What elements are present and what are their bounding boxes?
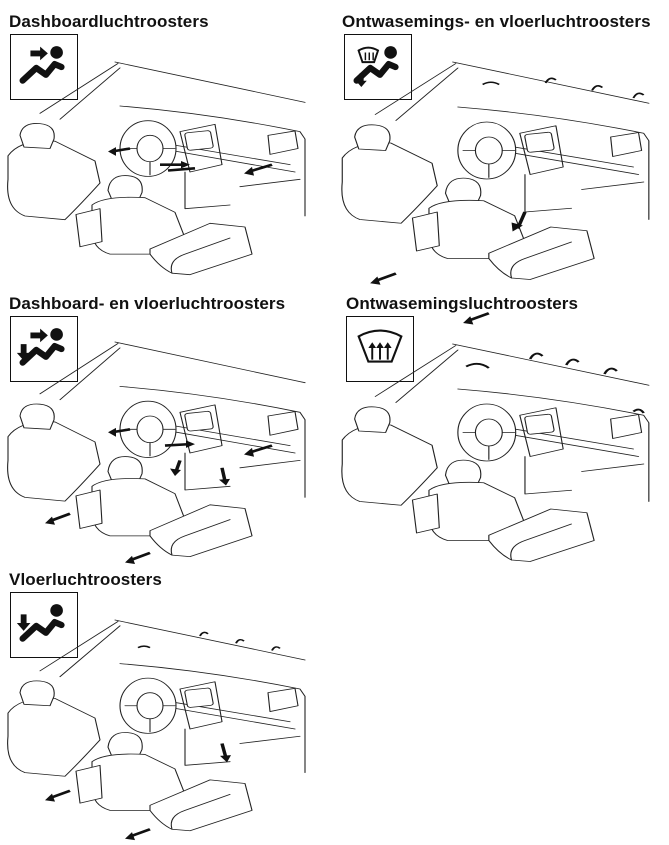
panel-title: Vloerluchtroosters [9, 570, 162, 589]
cabin-illustration [0, 341, 310, 564]
dashboard-floor-vents-icon [10, 316, 78, 382]
windscreen-defrost-icon [346, 316, 414, 382]
cabin-illustration [0, 619, 310, 841]
panel-title: Dashboard- en vloerluchtroosters [9, 294, 286, 313]
cabin-illustration [334, 61, 654, 325]
cabin-illustration [334, 343, 654, 569]
defrost-floor-vents-icon [344, 34, 412, 100]
panel-title: Ontwasemingsluchtroosters [346, 294, 579, 313]
dashboard-vents-icon [10, 34, 78, 100]
floor-vents-icon [10, 592, 78, 658]
cabin-illustration [0, 61, 310, 282]
panel-title: Ontwasemings- en vloerluchtroosters [342, 12, 651, 31]
panel-title: Dashboardluchtroosters [9, 12, 209, 31]
